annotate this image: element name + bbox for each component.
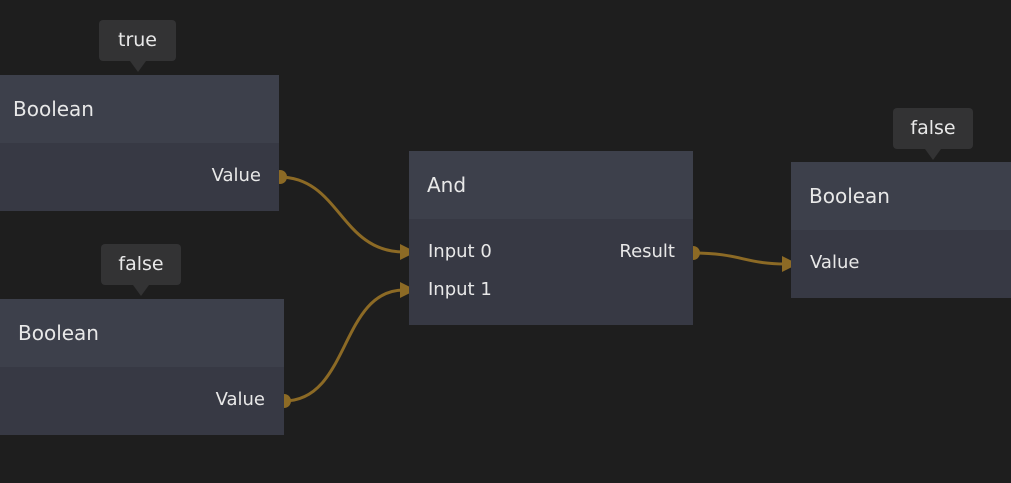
value-input-arrow-icon xyxy=(782,256,798,272)
input0-arrow-icon xyxy=(400,244,416,260)
input-port-1[interactable]: Input 1 xyxy=(428,279,492,300)
connection-bool1-to-input0[interactable] xyxy=(278,175,405,254)
node-title: Boolean xyxy=(0,299,284,367)
node-title: And xyxy=(409,151,693,219)
input-port-value[interactable]: Value xyxy=(810,252,860,273)
input-port-0[interactable]: Input 0 xyxy=(428,241,492,262)
input1-arrow-icon xyxy=(400,282,416,298)
bool2-value-tooltip: false xyxy=(101,244,181,296)
and-node[interactable]: And Input 0 Input 1 Result xyxy=(409,151,693,325)
bool1-value-tooltip: true xyxy=(99,20,176,72)
output-port-value[interactable]: Value xyxy=(215,389,265,410)
connection-result-to-value[interactable] xyxy=(692,251,787,266)
boolean-node-3[interactable]: Boolean Value xyxy=(791,162,1011,298)
output-port-result[interactable]: Result xyxy=(619,241,675,262)
output-port-value[interactable]: Value xyxy=(211,165,261,186)
bool3-value-tooltip: false xyxy=(893,108,973,160)
boolean-node-2[interactable]: Boolean Value xyxy=(0,299,284,435)
connection-bool2-to-input1[interactable] xyxy=(283,288,405,403)
boolean-node-1[interactable]: Boolean Value xyxy=(0,75,279,211)
node-title: Boolean xyxy=(791,162,1011,230)
node-title: Boolean xyxy=(0,75,279,143)
